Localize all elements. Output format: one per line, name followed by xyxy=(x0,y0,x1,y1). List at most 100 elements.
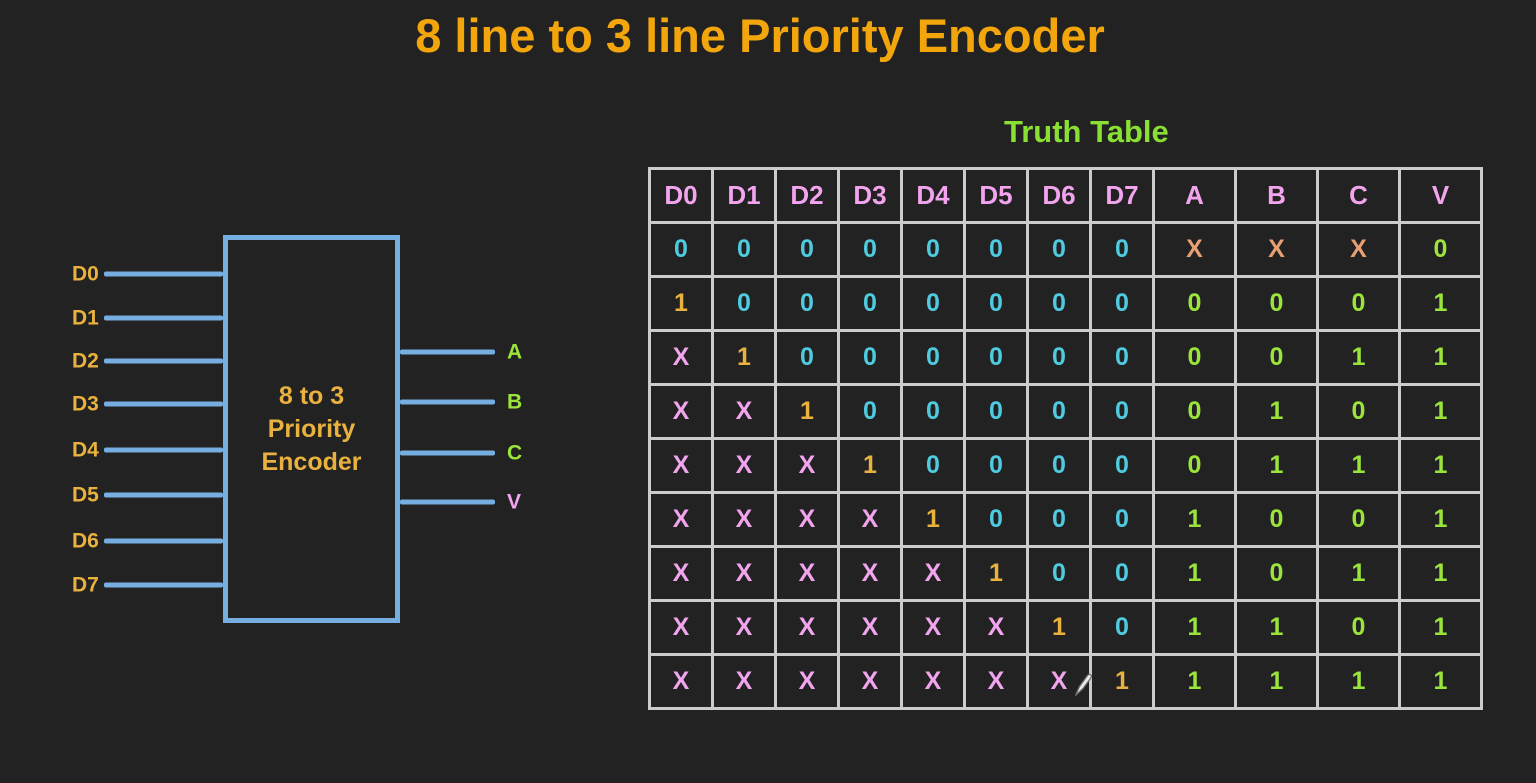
truth-table-cell: 0 xyxy=(1237,278,1316,329)
truth-table-cell: 1 xyxy=(651,278,711,329)
truth-table-header-A: A xyxy=(1155,170,1234,221)
truth-table-cell: X xyxy=(1155,224,1234,275)
truth-table-cell: 0 xyxy=(840,278,900,329)
truth-table-cell: X xyxy=(903,548,963,599)
truth-table-cell: 0 xyxy=(1092,224,1152,275)
input-label-D2: D2 xyxy=(72,349,99,373)
input-wire-D5 xyxy=(104,492,223,498)
truth-table-cell: 0 xyxy=(1319,278,1398,329)
truth-table-cell: 1 xyxy=(1401,602,1480,653)
truth-table-cell: 0 xyxy=(1092,494,1152,545)
truth-table-title: Truth Table xyxy=(1004,114,1169,149)
output-wire-B xyxy=(400,399,495,405)
truth-table-cell: X xyxy=(840,494,900,545)
truth-table-header-D6: D6 xyxy=(1029,170,1089,221)
truth-table-cell: 0 xyxy=(966,440,1026,491)
truth-table-cell: X xyxy=(840,548,900,599)
truth-table-cell: X xyxy=(777,494,837,545)
truth-table-cell: 0 xyxy=(714,224,774,275)
truth-table-cell: 0 xyxy=(1155,278,1234,329)
input-label-D0: D0 xyxy=(72,262,99,286)
truth-table-header-D7: D7 xyxy=(1092,170,1152,221)
truth-table-cell: 0 xyxy=(903,440,963,491)
truth-table-cell: X xyxy=(714,548,774,599)
truth-table-cell: 0 xyxy=(1029,332,1089,383)
encoder-block-label-line2: Priority xyxy=(267,414,356,443)
truth-table-cell: 0 xyxy=(1029,494,1089,545)
truth-table-cell: 0 xyxy=(903,278,963,329)
output-wire-C xyxy=(400,450,495,456)
output-label-A: A xyxy=(507,340,523,364)
output-label-B: B xyxy=(507,390,523,414)
truth-table-cell: 0 xyxy=(777,224,837,275)
truth-table-cell: 1 xyxy=(1319,440,1398,491)
input-label-D7: D7 xyxy=(72,573,99,597)
truth-table-cell: 0 xyxy=(1319,386,1398,437)
truth-table-cell: 0 xyxy=(1029,548,1089,599)
encoder-block: 8 to 3 Priority Encoder xyxy=(223,235,400,623)
truth-table-cell: 1 xyxy=(1237,440,1316,491)
truth-table-cell: 1 xyxy=(714,332,774,383)
truth-table-cell: 1 xyxy=(1401,656,1480,707)
truth-table-cell: X xyxy=(840,656,900,707)
output-label-V: V xyxy=(507,490,522,514)
truth-table-header-D2: D2 xyxy=(777,170,837,221)
truth-table-cell: X xyxy=(966,602,1026,653)
input-wire-D7 xyxy=(104,582,223,588)
truth-table-cell: 0 xyxy=(840,224,900,275)
truth-table-cell: 1 xyxy=(1155,548,1234,599)
truth-table-cell: 0 xyxy=(1237,494,1316,545)
encoder-block-label-line1: 8 to 3 xyxy=(278,381,345,410)
truth-table-cell: 0 xyxy=(966,224,1026,275)
input-wire-D4 xyxy=(104,447,223,453)
pen-cursor-icon xyxy=(1074,673,1093,696)
truth-table-cell: 0 xyxy=(840,386,900,437)
truth-table-cell: 0 xyxy=(1092,278,1152,329)
truth-table-cell: X xyxy=(651,386,711,437)
truth-table-cell: 0 xyxy=(840,332,900,383)
truth-table-cell: X xyxy=(651,332,711,383)
truth-table-cell: 0 xyxy=(966,332,1026,383)
truth-table-cell: X xyxy=(651,602,711,653)
truth-table-cell: 1 xyxy=(1319,656,1398,707)
truth-table-cell: X xyxy=(777,656,837,707)
output-wire-V xyxy=(400,499,495,505)
output-label-C: C xyxy=(507,441,523,465)
truth-table-cell: 0 xyxy=(777,332,837,383)
truth-table-cell: 0 xyxy=(1092,386,1152,437)
truth-table-header-D4: D4 xyxy=(903,170,963,221)
truth-table-cell: X xyxy=(777,548,837,599)
truth-table-cell: X xyxy=(840,602,900,653)
truth-table-cell: 1 xyxy=(1401,548,1480,599)
truth-table-cell: 1 xyxy=(1155,494,1234,545)
truth-table-cell: X xyxy=(714,656,774,707)
truth-table-cell: X xyxy=(714,386,774,437)
truth-table-header-D5: D5 xyxy=(966,170,1026,221)
truth-table-cell: 1 xyxy=(1155,656,1234,707)
truth-table-cell: X xyxy=(714,602,774,653)
truth-table-cell: 0 xyxy=(1319,494,1398,545)
truth-table-cell: 0 xyxy=(1155,440,1234,491)
truth-table-cell: 0 xyxy=(1401,224,1480,275)
truth-table-cell: 1 xyxy=(1237,602,1316,653)
truth-table-cell: 0 xyxy=(966,494,1026,545)
input-label-D3: D3 xyxy=(72,392,99,416)
truth-table-cell: 1 xyxy=(966,548,1026,599)
input-label-D1: D1 xyxy=(72,306,99,330)
truth-table-cell: 0 xyxy=(1029,278,1089,329)
truth-table-cell: 0 xyxy=(1029,386,1089,437)
truth-table-cell: 0 xyxy=(1092,440,1152,491)
input-wire-D2 xyxy=(104,358,223,364)
truth-table-cell: 0 xyxy=(1092,332,1152,383)
input-wire-D6 xyxy=(104,538,223,544)
truth-table-cell: X xyxy=(966,656,1026,707)
truth-table-header-V: V xyxy=(1401,170,1480,221)
truth-table-cell: 1 xyxy=(1319,332,1398,383)
truth-table-header-B: B xyxy=(1237,170,1316,221)
truth-table-cell: X xyxy=(651,656,711,707)
truth-table-cell: X xyxy=(1237,224,1316,275)
truth-table-cell: 1 xyxy=(1155,602,1234,653)
truth-table-cell: 0 xyxy=(714,278,774,329)
truth-table-cell: 1 xyxy=(777,386,837,437)
truth-table-cell: X xyxy=(651,548,711,599)
